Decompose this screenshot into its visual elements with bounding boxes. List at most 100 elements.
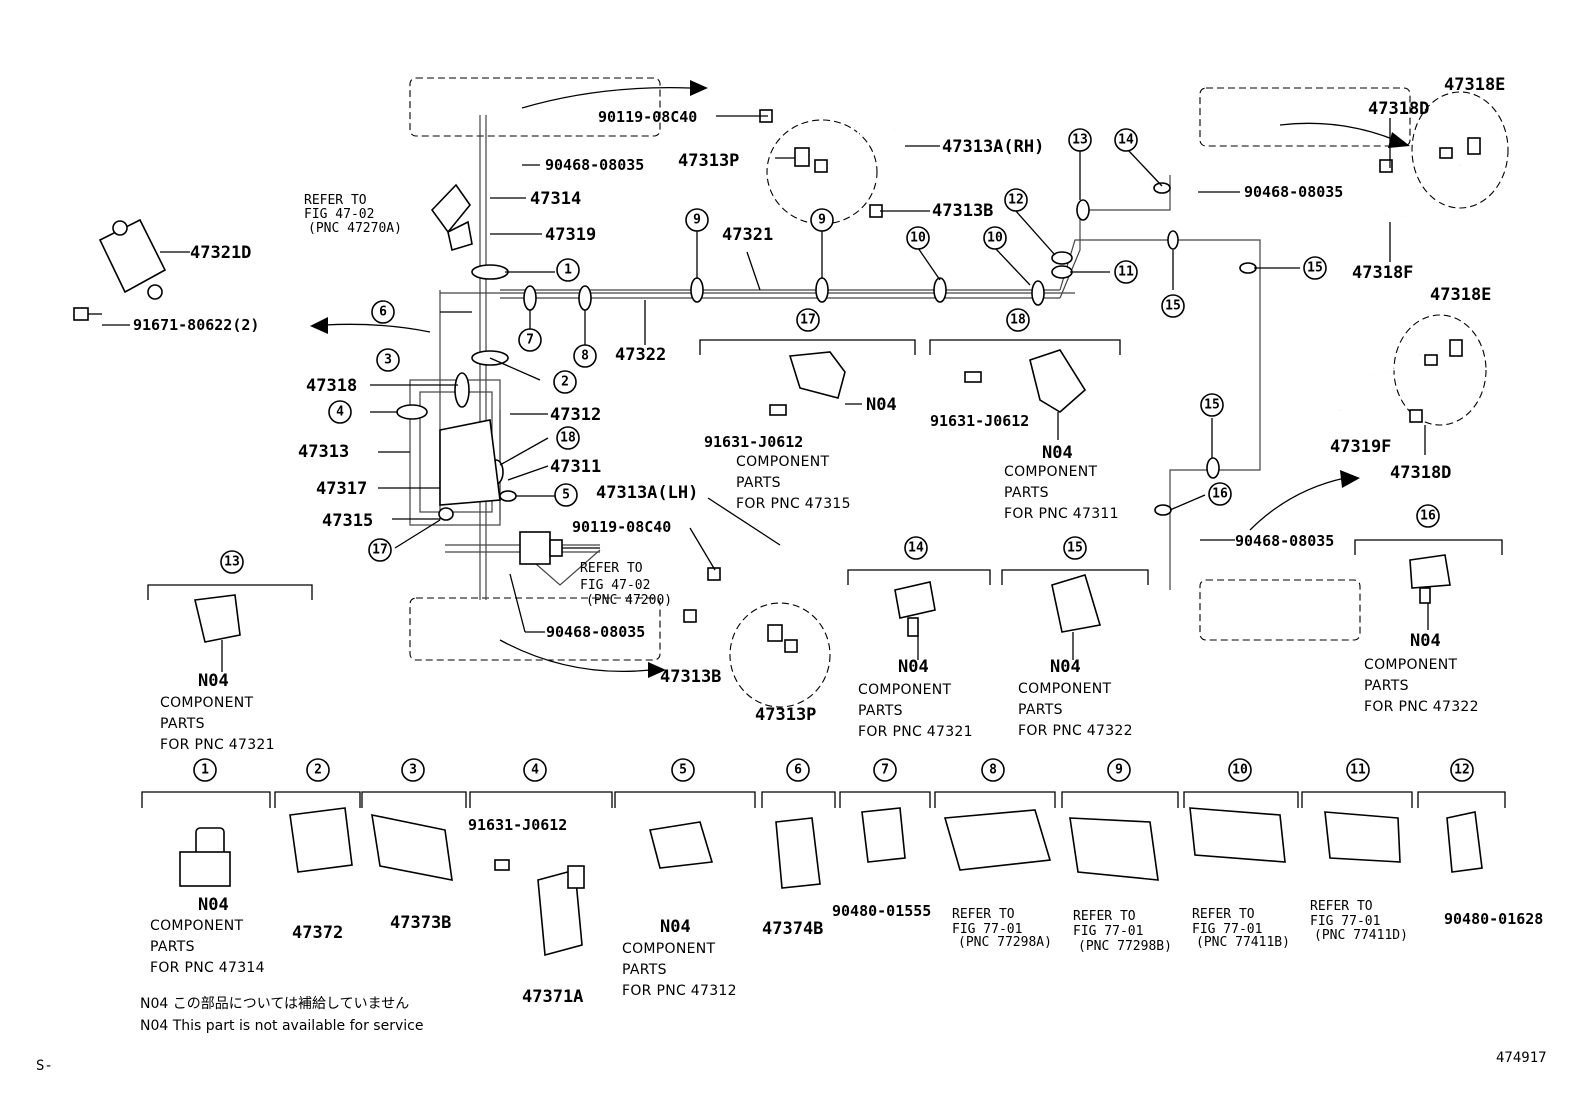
detail-circle-47318e-mid bbox=[1393, 314, 1487, 426]
svg-text:PARTS: PARTS bbox=[1364, 678, 1409, 694]
label-47313p-top: 47313P bbox=[678, 151, 739, 171]
svg-text:N04: N04 bbox=[1042, 443, 1073, 463]
label-91671-80622: 91671-80622(2) bbox=[133, 316, 259, 334]
detail-box-bottom-left bbox=[409, 597, 661, 661]
label-47321: 47321 bbox=[722, 225, 773, 245]
clip-13-component bbox=[194, 594, 241, 643]
n04-17: N04 bbox=[866, 395, 897, 415]
label-90468-08035-c: 90468-08035 bbox=[1244, 183, 1343, 201]
svg-text:FOR PNC 47321: FOR PNC 47321 bbox=[858, 724, 973, 740]
label-47318d-top: 47318D bbox=[1368, 99, 1429, 119]
arrow-bottom-left bbox=[499, 639, 651, 673]
svg-text:15: 15 bbox=[1204, 398, 1220, 413]
svg-text:PARTS: PARTS bbox=[150, 939, 195, 955]
svg-text:4: 4 bbox=[531, 763, 539, 778]
callout-17-group: 17 bbox=[796, 308, 820, 332]
callout-3: 3 bbox=[376, 348, 400, 372]
svg-text:3: 3 bbox=[384, 353, 392, 368]
label-47319: 47319 bbox=[545, 225, 596, 245]
svg-text:N04: N04 bbox=[660, 917, 691, 937]
svg-text:(PNC 77411D): (PNC 77411D) bbox=[1314, 928, 1408, 943]
label-47321d: 47321D bbox=[190, 243, 251, 263]
svg-text:COMPONENT: COMPONENT bbox=[1018, 681, 1112, 697]
label-47318: 47318 bbox=[306, 376, 357, 396]
svg-text:N04: N04 bbox=[1410, 631, 1441, 651]
label-90468-08035-a: 90468-08035 bbox=[545, 156, 644, 174]
callout-bottom-10: 10 bbox=[1228, 758, 1252, 782]
label-47318e-top: 47318E bbox=[1444, 75, 1505, 95]
label-47313p-bot: 47313P bbox=[755, 705, 816, 725]
callout-15c: 15 bbox=[1200, 393, 1224, 417]
callout-9a: 9 bbox=[685, 208, 709, 232]
label-47315: 47315 bbox=[322, 511, 373, 531]
svg-text:9: 9 bbox=[693, 213, 701, 228]
svg-text:FOR PNC 47321: FOR PNC 47321 bbox=[160, 737, 275, 753]
detail-box-bottom-right bbox=[1199, 579, 1361, 641]
svg-text:10: 10 bbox=[987, 231, 1003, 246]
label-47313a-rh: 47313A(RH) bbox=[942, 137, 1044, 157]
callout-9b: 9 bbox=[810, 208, 834, 232]
label-47312: 47312 bbox=[550, 405, 601, 425]
svg-text:PARTS: PARTS bbox=[1004, 485, 1049, 501]
leader-lines bbox=[102, 115, 1429, 672]
part-47312-valve bbox=[439, 419, 501, 506]
label-90119-08c40-mid: 90119-08C40 bbox=[572, 518, 671, 536]
callout-18-group: 18 bbox=[1006, 308, 1030, 332]
svg-text:(PNC 77411B): (PNC 77411B) bbox=[1196, 935, 1290, 950]
callout-18: 18 bbox=[556, 426, 580, 450]
svg-text:7: 7 bbox=[526, 333, 534, 348]
svg-text:FIG 77-01: FIG 77-01 bbox=[1073, 924, 1143, 939]
arrow-bottom-right bbox=[1249, 477, 1346, 531]
svg-text:18: 18 bbox=[560, 431, 576, 446]
svg-text:PARTS: PARTS bbox=[160, 716, 205, 732]
callout-bottom-7: 7 bbox=[873, 758, 897, 782]
svg-text:N04: N04 bbox=[1050, 657, 1081, 677]
svg-text:13: 13 bbox=[1072, 133, 1088, 148]
callout-10b: 10 bbox=[983, 226, 1007, 250]
svg-text:47373B: 47373B bbox=[390, 913, 451, 933]
callout-11: 11 bbox=[1114, 260, 1138, 284]
svg-text:6: 6 bbox=[794, 763, 802, 778]
svg-text:N04: N04 bbox=[198, 671, 229, 691]
detail-circle-lh bbox=[729, 602, 831, 708]
detail-box-top-left bbox=[409, 77, 661, 137]
hose-47319f bbox=[1339, 339, 1463, 423]
label-47318f: 47318F bbox=[1352, 263, 1413, 283]
hose-47318f bbox=[1379, 137, 1481, 217]
callout-14-group: 14 bbox=[904, 536, 928, 560]
clip-15-component bbox=[1051, 574, 1102, 633]
svg-text:REFER TO: REFER TO bbox=[1073, 909, 1136, 924]
svg-text:N04: N04 bbox=[898, 657, 929, 677]
svg-text:13: 13 bbox=[224, 555, 240, 570]
callout-12: 12 bbox=[1004, 188, 1028, 212]
svg-text:12: 12 bbox=[1008, 193, 1024, 208]
svg-text:90480-01555: 90480-01555 bbox=[832, 902, 931, 920]
svg-text:14: 14 bbox=[1118, 133, 1134, 148]
callout-13-group: 13 bbox=[220, 550, 244, 574]
svg-text:47371A: 47371A bbox=[522, 987, 583, 1007]
callout-8: 8 bbox=[573, 344, 597, 368]
svg-text:PARTS: PARTS bbox=[736, 475, 781, 491]
svg-text:FOR PNC 47322: FOR PNC 47322 bbox=[1018, 723, 1133, 739]
label-47313: 47313 bbox=[298, 442, 349, 462]
svg-text:5: 5 bbox=[679, 763, 687, 778]
hose-47313a-lh bbox=[683, 540, 831, 653]
svg-text:47374B: 47374B bbox=[762, 919, 823, 939]
clip-17-component bbox=[769, 351, 846, 416]
group-brackets bbox=[141, 339, 1506, 808]
arrow-top-right bbox=[1279, 122, 1396, 141]
svg-text:16: 16 bbox=[1420, 509, 1436, 524]
svg-text:REFER TO: REFER TO bbox=[952, 907, 1015, 922]
refer-fig47-02-a-line2: FIG 47-02 bbox=[304, 207, 374, 222]
callout-4: 4 bbox=[328, 400, 352, 424]
label-47319f: 47319F bbox=[1330, 437, 1391, 457]
callout-bottom-1: 1 bbox=[193, 758, 217, 782]
clip-18-component bbox=[964, 349, 1087, 413]
svg-text:8: 8 bbox=[581, 349, 589, 364]
svg-text:COMPONENT: COMPONENT bbox=[858, 682, 952, 698]
svg-text:91631-J0612: 91631-J0612 bbox=[468, 816, 567, 834]
callout-15a: 15 bbox=[1161, 294, 1185, 318]
corner-left-code: S- bbox=[36, 1058, 53, 1074]
figure-number: 474917 bbox=[1496, 1050, 1547, 1066]
callout-bottom-12: 12 bbox=[1450, 758, 1474, 782]
